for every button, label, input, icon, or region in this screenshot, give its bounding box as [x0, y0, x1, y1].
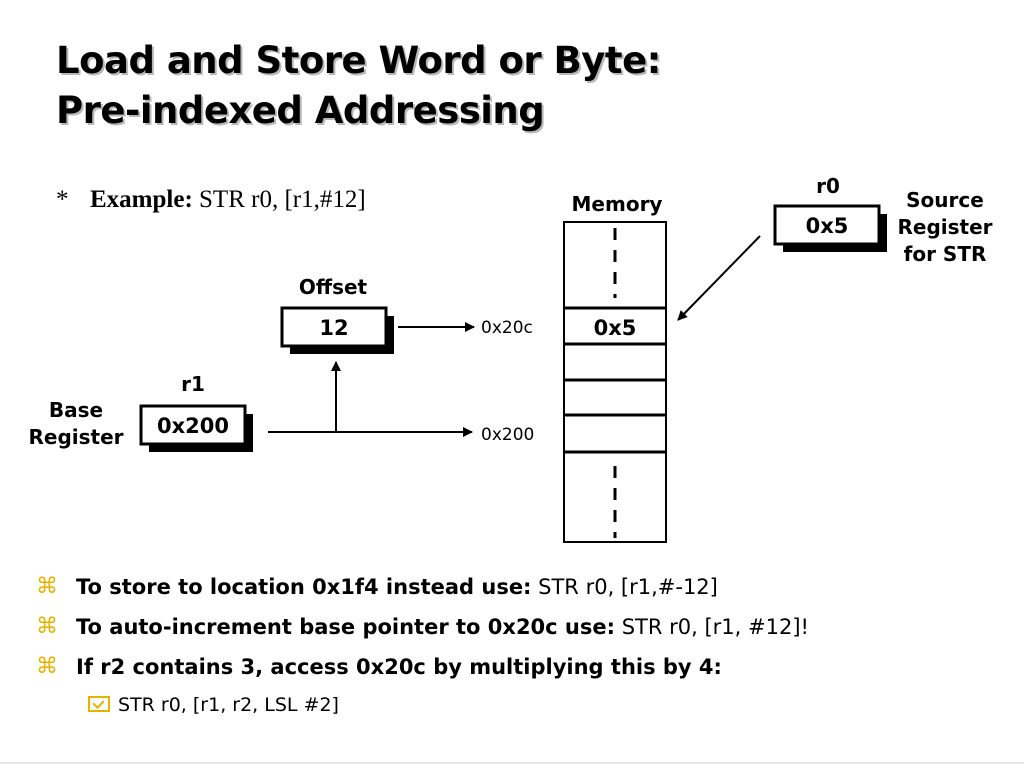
r1-label: r1: [181, 372, 205, 396]
memory-label: Memory: [572, 192, 663, 216]
offset-value: 12: [319, 316, 348, 340]
base-address: 0x200: [481, 425, 534, 445]
store-arrow: [677, 235, 761, 321]
command-bullet-icon: ⌘: [36, 654, 58, 679]
r0-label: r0: [816, 174, 840, 198]
command-bullet-icon: ⌘: [36, 574, 58, 599]
bullet-1-code: STR r0, [r1,#-12]: [531, 575, 718, 599]
bullet-2-bold: To auto-increment base pointer to 0x20c …: [76, 615, 616, 639]
checkbox-bullet-icon: [88, 696, 110, 712]
command-bullet-icon: ⌘: [36, 614, 58, 639]
base-register-label-1: Base: [49, 398, 103, 422]
example-label: Example:: [90, 186, 193, 213]
r0-value: 0x5: [806, 214, 849, 238]
bullet-list: ⌘ To store to location 0x1f4 instead use…: [36, 568, 809, 688]
example-line: * Example: STR r0, [r1,#12]: [56, 186, 366, 214]
footer-divider: [0, 762, 1024, 764]
bullet-item-3: ⌘ If r2 contains 3, access 0x20c by mult…: [36, 648, 809, 688]
offset-label: Offset: [299, 275, 368, 299]
bullet-1-bold: To store to location 0x1f4 instead use:: [76, 575, 532, 599]
slide-title-line-1: Load and Store Word or Byte:: [56, 39, 661, 82]
offset-box: [280, 306, 388, 348]
slide-title-line-2: Pre-indexed Addressing: [56, 89, 545, 132]
memory-cell-value: 0x5: [594, 316, 637, 340]
r1-box: [139, 404, 247, 446]
example-code: STR r0, [r1,#12]: [199, 186, 366, 213]
source-register-label-3: for STR: [904, 242, 987, 266]
bullet-3-bold: If r2 contains 3, access 0x20c by multip…: [76, 655, 722, 679]
r0-box: [773, 204, 881, 246]
bullet-item-2: ⌘ To auto-increment base pointer to 0x20…: [36, 608, 809, 648]
bullet-item-1: ⌘ To store to location 0x1f4 instead use…: [36, 568, 809, 608]
source-register-label-2: Register: [897, 215, 992, 239]
slide-title: Load and Store Word or Byte: Pre-indexed…: [56, 36, 661, 136]
bullet-2-code: STR r0, [r1, #12]!: [615, 615, 809, 639]
sub-bullet: STR r0, [r1, r2, LSL #2]: [88, 690, 339, 720]
sub-bullet-code: STR r0, [r1, r2, LSL #2]: [118, 694, 339, 716]
example-bullet: *: [56, 186, 69, 213]
r1-value: 0x200: [157, 414, 229, 438]
base-register-label-2: Register: [28, 425, 123, 449]
offset-address: 0x20c: [481, 318, 533, 338]
source-register-label-1: Source: [906, 188, 984, 212]
